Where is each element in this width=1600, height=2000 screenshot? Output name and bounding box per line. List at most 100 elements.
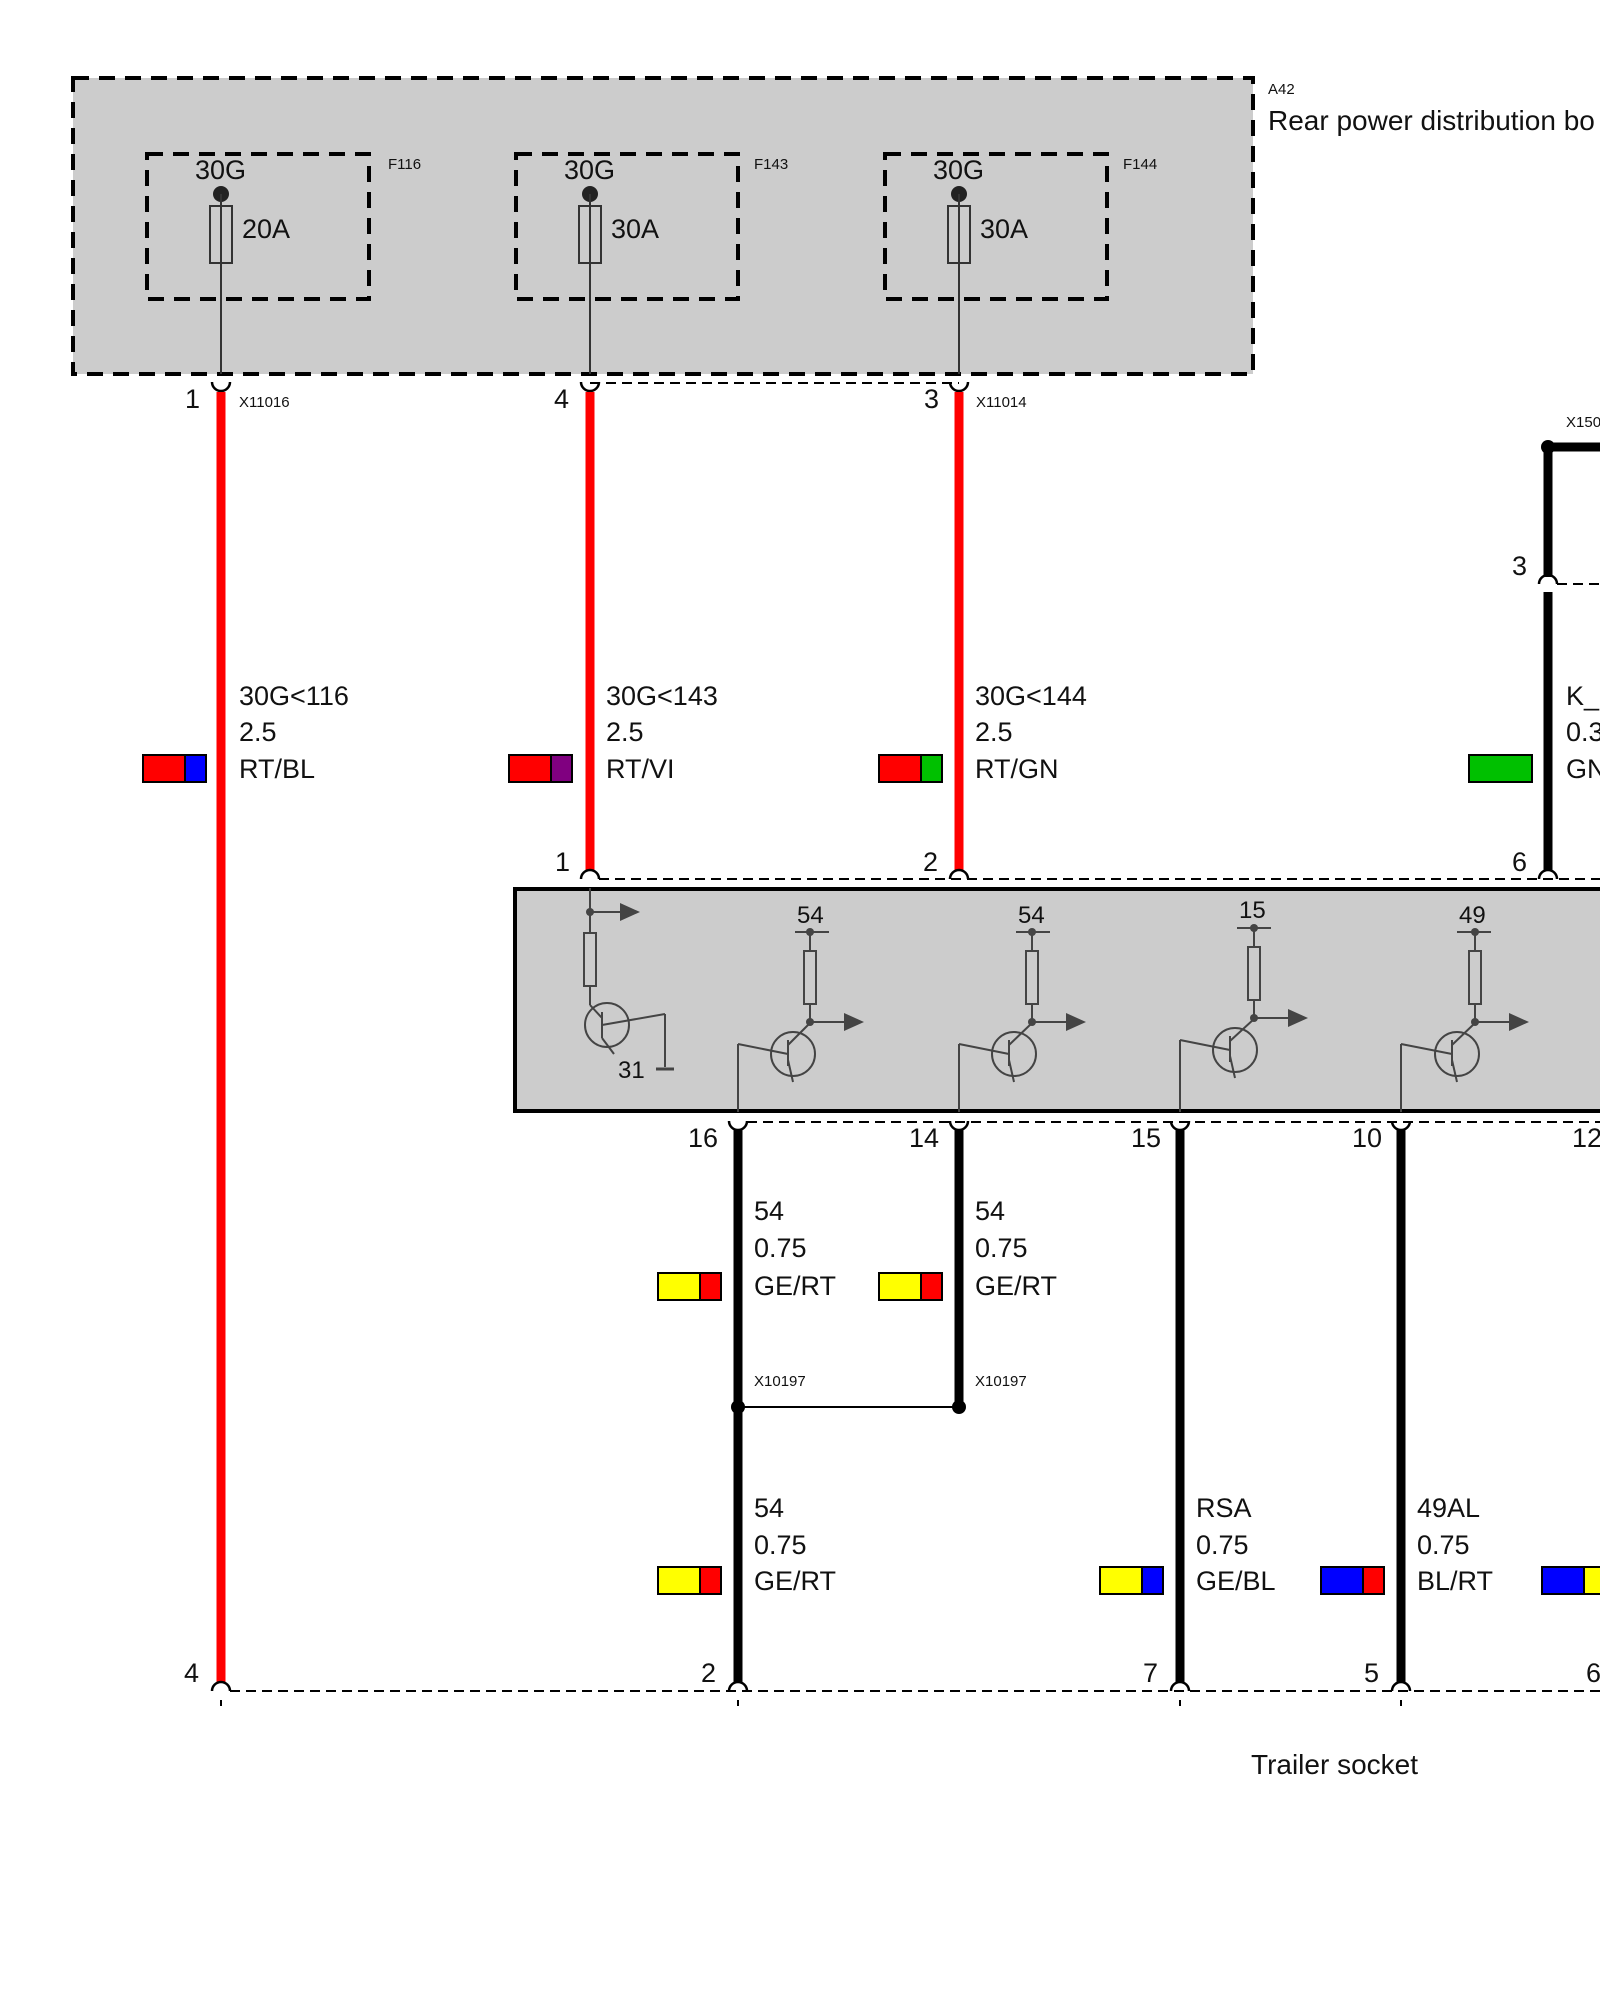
wire-label-30g-144: 30G<144 2.5 RT/GN (878, 681, 1087, 784)
fuse-f116: F116 30G 20A (145, 152, 421, 374)
color-swatch-ge-bl (1099, 1566, 1164, 1595)
wire-label-54-lower: 54 0.75 GE/RT (657, 1493, 836, 1596)
a42-connector: 1 4 3 X11016 X11014 (185, 381, 1027, 414)
a42-pin-1: 1 (185, 384, 200, 414)
output-driver-54-a: 54 (737, 902, 864, 1112)
svg-text:30G<144: 30G<144 (975, 681, 1087, 711)
svg-text:2.5: 2.5 (975, 717, 1013, 747)
wire-label-30g-116: 30G<116 2.5 RT/BL (142, 681, 349, 784)
module-pin-14: 14 (909, 1123, 939, 1153)
svg-text:0.75: 0.75 (754, 1233, 807, 1263)
a42-pin-3: 3 (924, 384, 939, 414)
color-swatch-bl-rt (1320, 1566, 1385, 1595)
svg-text:RSA: RSA (1196, 1493, 1252, 1523)
module-pin-10: 10 (1352, 1123, 1382, 1153)
socket-pin-5: 5 (1364, 1658, 1379, 1688)
color-swatch-rt-vi (508, 754, 573, 783)
wire-label-rsa: RSA 0.75 GE/BL (1099, 1493, 1276, 1596)
svg-text:BL/RT: BL/RT (1417, 1566, 1493, 1596)
arrow-icon (1066, 1013, 1086, 1031)
svg-text:K_: K_ (1566, 681, 1600, 711)
svg-text:54: 54 (754, 1196, 784, 1226)
svg-text:54: 54 (975, 1196, 1005, 1226)
transistor-icon (1212, 1027, 1258, 1073)
svg-text:GE/RT: GE/RT (975, 1271, 1057, 1301)
svg-text:GE/BL: GE/BL (1196, 1566, 1276, 1596)
module-bottom-connector: 16 14 15 10 12 (688, 1120, 1600, 1153)
arrow-icon (844, 1013, 864, 1031)
trailer-socket: 4 2 7 5 6 Trailer socket (184, 1658, 1600, 1780)
svg-text:RT/VI: RT/VI (606, 754, 675, 784)
output-15-label: 15 (1239, 897, 1266, 924)
socket-pin-2: 2 (701, 1658, 716, 1688)
svg-text:0.75: 0.75 (754, 1530, 807, 1560)
module-pin-16: 16 (688, 1123, 718, 1153)
splice-right-label: X10197 (975, 1373, 1027, 1390)
wires-top (216, 392, 1553, 1683)
transistor-icon (1434, 1031, 1480, 1077)
module-a42-title: Rear power distribution bo (1268, 105, 1595, 136)
svg-text:0.75: 0.75 (975, 1233, 1028, 1263)
wire-label-54-b: 54 0.75 GE/RT (878, 1196, 1057, 1301)
color-swatch-ge-rt (657, 1272, 722, 1301)
module-a42-outline (71, 76, 1255, 376)
arrow-icon (1509, 1013, 1529, 1031)
fuse-f143-rating: 30A (611, 214, 659, 244)
rear-power-distribution-box: A42 Rear power distribution bo F116 30G … (71, 76, 1595, 376)
connector-x11014-label: X11014 (976, 394, 1027, 411)
module-pin-15: 15 (1131, 1123, 1161, 1153)
trailer-socket-title: Trailer socket (1251, 1749, 1418, 1780)
transistor-icon (991, 1031, 1037, 1077)
module-a42-id: A42 (1268, 81, 1295, 98)
splice-left-label: X10197 (754, 1373, 806, 1390)
svg-text:2.5: 2.5 (239, 717, 277, 747)
color-swatch-ge-rt (878, 1272, 943, 1301)
svg-text:RT/GN: RT/GN (975, 754, 1059, 784)
svg-text:GN: GN (1566, 754, 1600, 784)
svg-text:RT/BL: RT/BL (239, 754, 315, 784)
fuse-f143-id: F143 (754, 156, 788, 173)
splice-x10197: X10197 X10197 (731, 1373, 1027, 1414)
color-swatch-rt-bl (142, 754, 207, 783)
socket-pin-6: 6 (1586, 1658, 1600, 1688)
output-54-b-label: 54 (1018, 902, 1045, 929)
arrow-icon (1288, 1009, 1308, 1027)
fuse-f144: F144 30G 30A (883, 152, 1157, 374)
svg-text:GE/RT: GE/RT (754, 1271, 836, 1301)
fuse-f144-terminal: 30G (933, 155, 984, 185)
svg-text:30G<143: 30G<143 (606, 681, 718, 711)
output-54-a-label: 54 (797, 902, 824, 929)
svg-text:0.75: 0.75 (1417, 1530, 1470, 1560)
connector-x11016-label: X11016 (239, 394, 290, 411)
wire-label-30g-143: 30G<143 2.5 RT/VI (508, 681, 718, 784)
output-49-label: 49 (1459, 902, 1486, 929)
right-connector: X150 3 6 (1512, 414, 1600, 877)
color-swatch-ge-rt (657, 1566, 722, 1595)
fuse-f143: F143 30G 30A (514, 152, 788, 374)
transistor-icon (584, 1002, 630, 1048)
right-connector-id: X150 (1566, 414, 1600, 431)
color-swatch-gn (1468, 754, 1533, 783)
control-module-body (513, 887, 1600, 1113)
module-supply-circuit: 31 (583, 888, 674, 1084)
color-swatch-bl-ge (1541, 1566, 1600, 1595)
svg-text:30G<116: 30G<116 (239, 681, 349, 711)
module-pin-12: 12 (1572, 1123, 1600, 1153)
control-module: 1 2 31 54 (513, 847, 1600, 1113)
transistor-icon (770, 1031, 816, 1077)
svg-text:54: 54 (754, 1493, 784, 1523)
arrow-icon (620, 903, 640, 921)
wire-label-k-gn: K_ 0.3 GN (1468, 681, 1600, 784)
fuse-f116-rating: 20A (242, 214, 290, 244)
fuse-f116-terminal: 30G (195, 155, 246, 185)
fuse-f144-id: F144 (1123, 156, 1157, 173)
svg-text:GE/RT: GE/RT (754, 1566, 836, 1596)
output-driver-15: 15 (1179, 897, 1308, 1112)
svg-text:0.3: 0.3 (1566, 717, 1600, 747)
svg-text:2.5: 2.5 (606, 717, 644, 747)
module-ground-label: 31 (618, 1057, 645, 1084)
a42-pin-4: 4 (554, 384, 569, 414)
color-swatch-rt-gn (878, 754, 943, 783)
svg-text:49AL: 49AL (1417, 1493, 1480, 1523)
